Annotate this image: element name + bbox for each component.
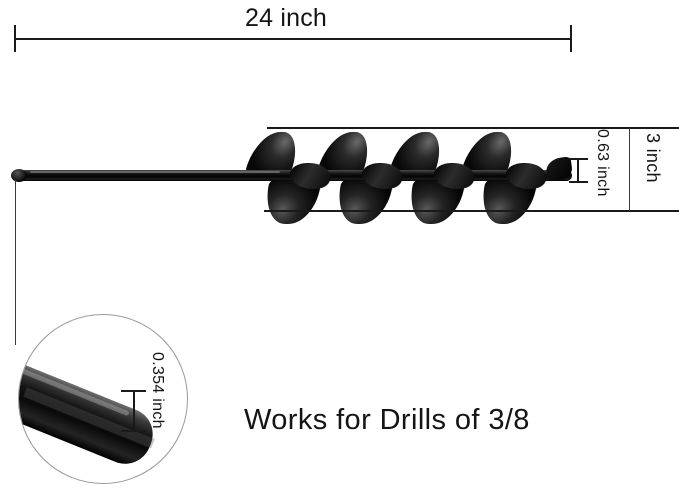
shank-dimension-cap-bottom <box>121 430 146 432</box>
flight-pitch-label: 0.63 inch <box>594 129 611 197</box>
shank-diameter-label: 0.354 inch <box>149 352 166 429</box>
callout-leader-line <box>15 180 16 345</box>
auger-flight-web <box>506 163 546 189</box>
auger-shank-end <box>11 169 27 182</box>
compatibility-caption: Works for Drills of 3/8 <box>244 404 530 436</box>
diameter-extension-line-top <box>267 127 679 129</box>
pitch-dimension-stem <box>577 159 579 183</box>
flight-diameter-label: 3 inch <box>643 133 663 183</box>
pitch-dimension-cap-bottom <box>569 181 588 183</box>
shank-dimension-stem <box>133 391 135 432</box>
overall-length-right-cap <box>570 25 572 52</box>
overall-length-left-cap <box>14 25 16 52</box>
auger-flight-web <box>290 163 330 189</box>
pitch-dimension-cap-top <box>569 158 588 160</box>
auger-flight-web <box>362 163 402 189</box>
auger-flight-web <box>434 163 474 189</box>
dimension-divider-line <box>629 128 630 211</box>
shank-dimension-cap-top <box>121 390 146 392</box>
overall-length-line <box>15 38 572 40</box>
overall-length-label: 24 inch <box>244 4 327 32</box>
diameter-extension-line-bottom <box>264 210 679 212</box>
auger-shaft-highlight <box>30 171 280 173</box>
shank-detail-callout <box>18 314 188 484</box>
